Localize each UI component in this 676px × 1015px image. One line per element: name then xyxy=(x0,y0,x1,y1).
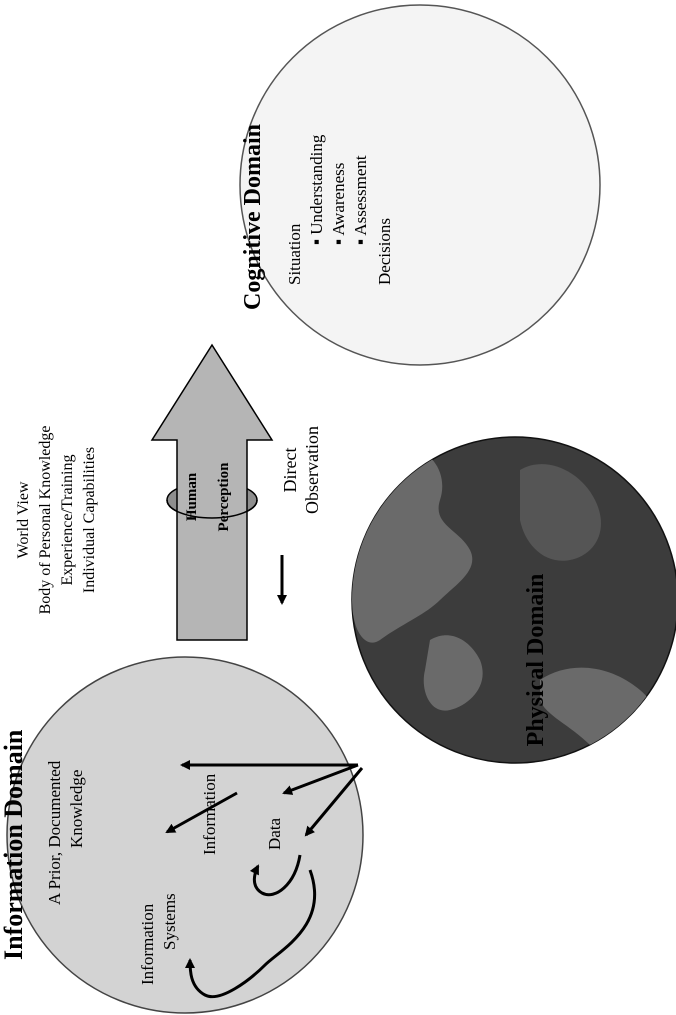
world-view-line-1: World View xyxy=(15,481,32,558)
world-view-line-2: Body of Personal Knowledge xyxy=(37,426,54,615)
information-domain-subtitle-2: Knowledge xyxy=(67,770,86,848)
landmass-east xyxy=(520,464,601,561)
human-perception-line-2: Perception xyxy=(216,462,232,532)
perception-arrow-shape xyxy=(150,343,274,641)
human-perception-line-1: Human xyxy=(184,472,200,521)
direct-observation: Direct Observation xyxy=(277,426,322,605)
physical-to-information-arrows xyxy=(180,760,364,837)
cognitive-domain-circle xyxy=(239,4,601,366)
information-systems-line-1: Information xyxy=(138,903,157,985)
direct-observation-line-1: Direct xyxy=(280,448,300,493)
perception-ring-front xyxy=(166,499,258,519)
cognitive-bullet-understanding: ▪ Understanding xyxy=(307,134,326,245)
arrow-information-to-knowledge xyxy=(165,791,238,834)
landmass-peninsula xyxy=(423,635,483,711)
arrow-data-to-information-loop xyxy=(249,854,302,897)
world-view-line-3: Experience/Training xyxy=(59,455,76,586)
physical-domain: Physical Domain xyxy=(351,436,676,764)
information-systems-line-2: Systems xyxy=(160,893,179,950)
cognitive-bullet-assessment: ▪ Assessment xyxy=(351,155,370,245)
direct-observation-line-2: Observation xyxy=(302,426,322,514)
information-domain-title: Information Domain xyxy=(0,729,28,960)
information-domain: Information Domain A Prior, Documented K… xyxy=(0,656,364,1014)
human-perception-arrow: Human Perception xyxy=(150,343,274,641)
cognitive-bullet-awareness: ▪ Awareness xyxy=(329,163,348,245)
arrow-data-to-information-systems xyxy=(185,869,317,999)
information-domain-subtitle-1: A Prior, Documented xyxy=(45,760,64,905)
cognitive-situation-label: Situation xyxy=(285,223,304,285)
cognitive-domain: Cognitive Domain Situation ▪ Understandi… xyxy=(239,4,601,366)
physical-domain-title: Physical Domain xyxy=(523,574,549,747)
arrow-physical-to-information xyxy=(282,763,359,795)
cognitive-domain-title: Cognitive Domain xyxy=(240,124,266,310)
world-view-block: World View Body of Personal Knowledge Ex… xyxy=(15,426,98,615)
information-domain-circle xyxy=(6,656,364,1014)
cognitive-decisions-label: Decisions xyxy=(375,218,394,285)
information-node-data: Data xyxy=(265,817,284,850)
world-view-line-4: Individual Capabilities xyxy=(81,447,98,593)
information-node-information: Information xyxy=(200,773,219,855)
arrow-physical-to-data xyxy=(304,767,364,837)
